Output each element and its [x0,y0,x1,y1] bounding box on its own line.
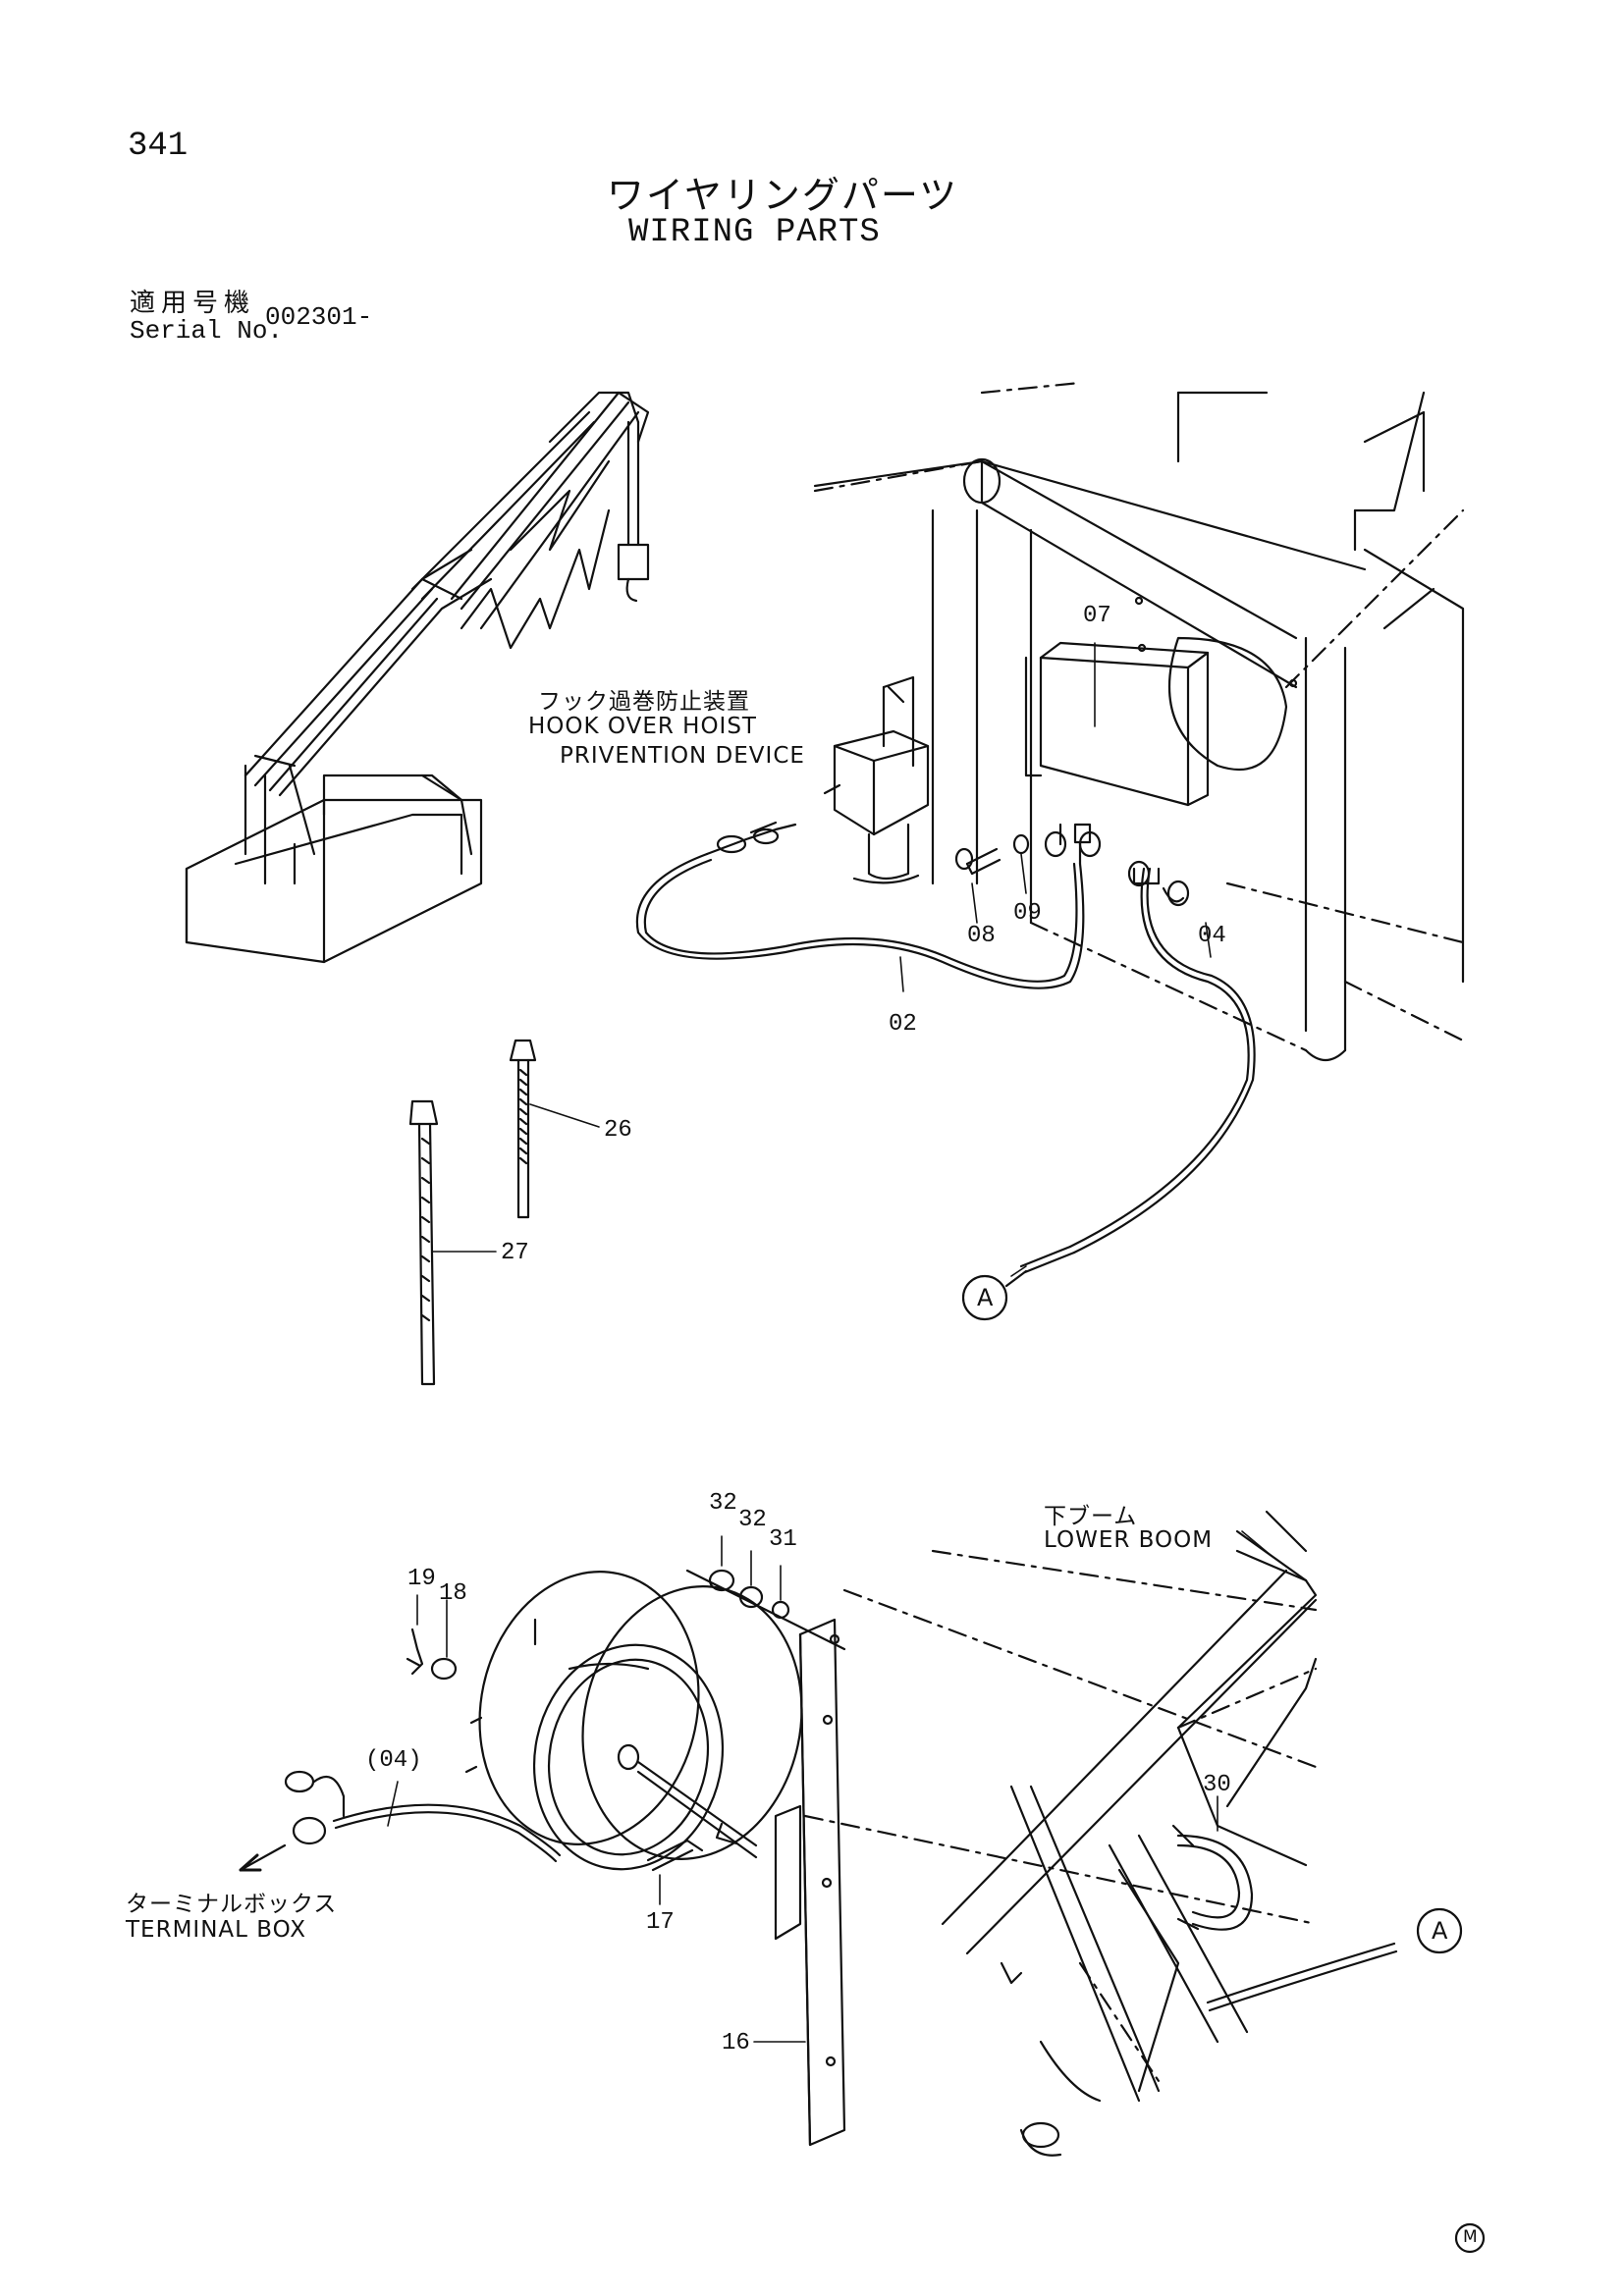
part-label-16: 16 [722,2030,750,2056]
cable-to-a-lower [1206,1907,1463,2012]
part-label-07: 07 [1083,603,1111,629]
part-label-18: 18 [439,1580,467,1607]
part-label-19: 19 [407,1566,436,1592]
corner-mark-label: M [1463,2227,1478,2247]
connector-a-top-label: A [977,1284,995,1311]
page-number: 341 [128,128,189,165]
terminal-box-label-jp: ターミナルボックス [126,1892,338,1917]
part-label-08: 08 [967,923,996,949]
connector-a-top-symbol [961,1269,1028,1321]
pin-bottom [1000,1961,1060,2149]
serial-label-jp: 適用号機 [130,289,256,318]
part-label-04-ref: (04) [365,1747,422,1774]
cable-tie-26 [509,1039,537,1219]
nut-32a [708,1569,735,1592]
hook-device-label-en-2: PRIVENTION DEVICE [560,743,805,769]
washer-09 [1012,833,1030,855]
lower-boom-label-jp: 下ブーム [1044,1504,1138,1529]
crane-illustration [185,391,650,964]
clip-17 [646,1839,704,1872]
serial-value: 002301- [265,302,373,332]
cable-02 [635,821,1092,989]
arrow-to-terminal-box [239,1843,287,1872]
connector-a-bottom-label: A [1432,1917,1449,1945]
part-label-27: 27 [501,1240,529,1266]
cable-reel [464,1569,846,1871]
part-label-26: 26 [604,1117,632,1144]
part-label-02: 02 [889,1011,917,1038]
part-label-32b: 32 [738,1507,767,1533]
part-label-09: 09 [1013,900,1042,927]
hook-device-label-jp: フック過巻防止装置 [538,689,750,715]
leader-lines-lower [387,1530,1272,2043]
cable-tie-27 [408,1099,439,1386]
part-label-31: 31 [769,1526,797,1553]
hook-device-label-en-1: HOOK OVER HOIST [528,714,757,739]
corner-mark-circle [1454,2222,1486,2254]
page-title-en: WIRING PARTS [628,214,881,251]
bolt-08 [954,847,1001,876]
part-label-32a: 32 [709,1490,737,1517]
u-bolt-30 [1171,1824,1254,1931]
cable-04 [1019,867,1256,1274]
part-label-17: 17 [646,1909,675,1936]
connector-plugs [1044,830,1190,907]
lower-boom-label-en: LOWER BOOM [1044,1527,1214,1553]
serial-label-en: Serial No. [130,316,284,346]
leader-lines-upper [431,642,1212,1277]
upper-frame [813,381,1465,1062]
lower-boom-frame [803,1510,1318,2157]
junction-box-07 [1024,641,1210,807]
part-label-04: 04 [1198,923,1226,949]
pin-19 [406,1628,424,1676]
part-label-30: 30 [1203,1772,1231,1798]
nut-32b [738,1585,764,1609]
page-title-jp: ワイヤリングパーツ [607,174,959,217]
washer-18 [430,1657,458,1681]
washer-31 [771,1600,790,1620]
terminal-box-label-en: TERMINAL BOX [126,1917,307,1943]
mounting-plate-16 [774,1618,846,2147]
cable-04-lower [284,1770,562,1863]
hook-over-hoist-device [823,675,930,884]
